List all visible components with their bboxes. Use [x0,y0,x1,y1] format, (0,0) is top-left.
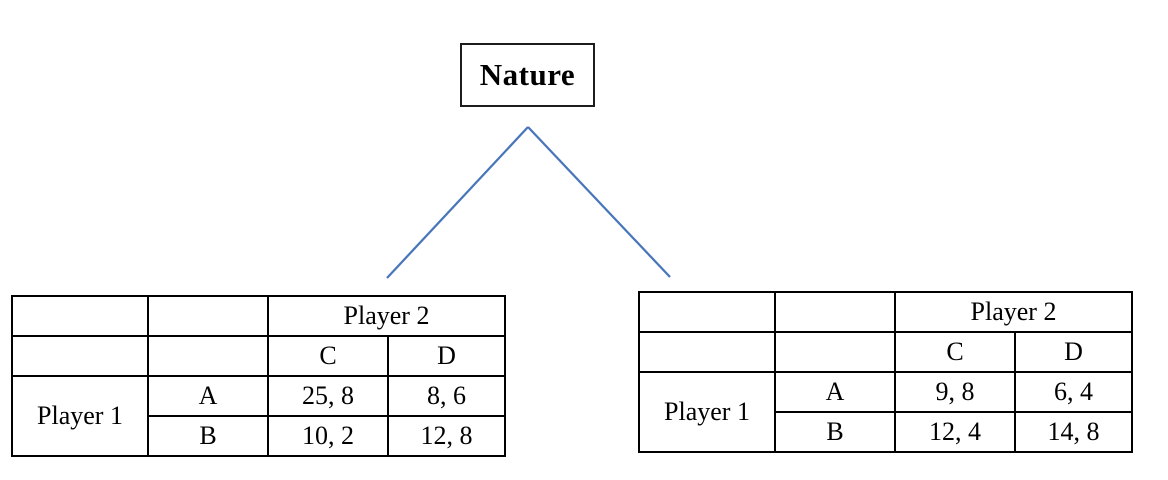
nature-node-label: Nature [479,57,576,92]
empty-cell [774,291,896,333]
strategy-b-header: B [774,411,896,453]
strategy-a-header: A [147,375,269,417]
payoff-cell: 14, 8 [1014,411,1133,453]
empty-cell [638,291,776,333]
right-payoff-matrix: Player 2 C D Player 1 A 9, 8 6, 4 B 12, … [638,291,1133,453]
strategy-c-header: C [267,335,389,377]
table-row: B 12, 4 14, 8 [639,411,1133,453]
player1-header: Player 1 [11,375,149,457]
player2-header: Player 2 [894,291,1133,333]
table-row: B 10, 2 12, 8 [12,415,506,457]
strategy-c-header: C [894,331,1016,373]
table-row: Player 1 A 25, 8 8, 6 [11,375,506,457]
table-row: C D [638,331,1133,373]
left-branch-line [386,126,529,279]
empty-cell [11,335,149,377]
payoff-cell: 12, 4 [894,411,1016,453]
payoff-cell: 8, 6 [387,375,506,417]
empty-cell [147,295,269,337]
table-row: Player 1 A 9, 8 6, 4 [638,371,1133,453]
table-row: Player 2 [11,295,506,337]
table-row: Player 2 [638,291,1133,333]
table-row: C D [11,335,506,377]
payoff-cell: 25, 8 [267,375,389,417]
strategy-d-header: D [1014,331,1133,373]
right-branch-line [527,126,671,278]
nature-node: Nature [460,43,595,107]
payoff-cell: 6, 4 [1014,371,1133,413]
empty-cell [147,335,269,377]
empty-cell [774,331,896,373]
payoff-cell: 12, 8 [387,415,506,457]
strategy-d-header: D [387,335,506,377]
empty-cell [638,331,776,373]
payoff-cell: 9, 8 [894,371,1016,413]
payoff-cell: 10, 2 [267,415,389,457]
strategy-a-header: A [774,371,896,413]
left-payoff-matrix: Player 2 C D Player 1 A 25, 8 8, 6 B 10,… [11,295,506,457]
empty-cell [11,295,149,337]
player1-header: Player 1 [638,371,776,453]
strategy-b-header: B [147,415,269,457]
player2-header: Player 2 [267,295,506,337]
